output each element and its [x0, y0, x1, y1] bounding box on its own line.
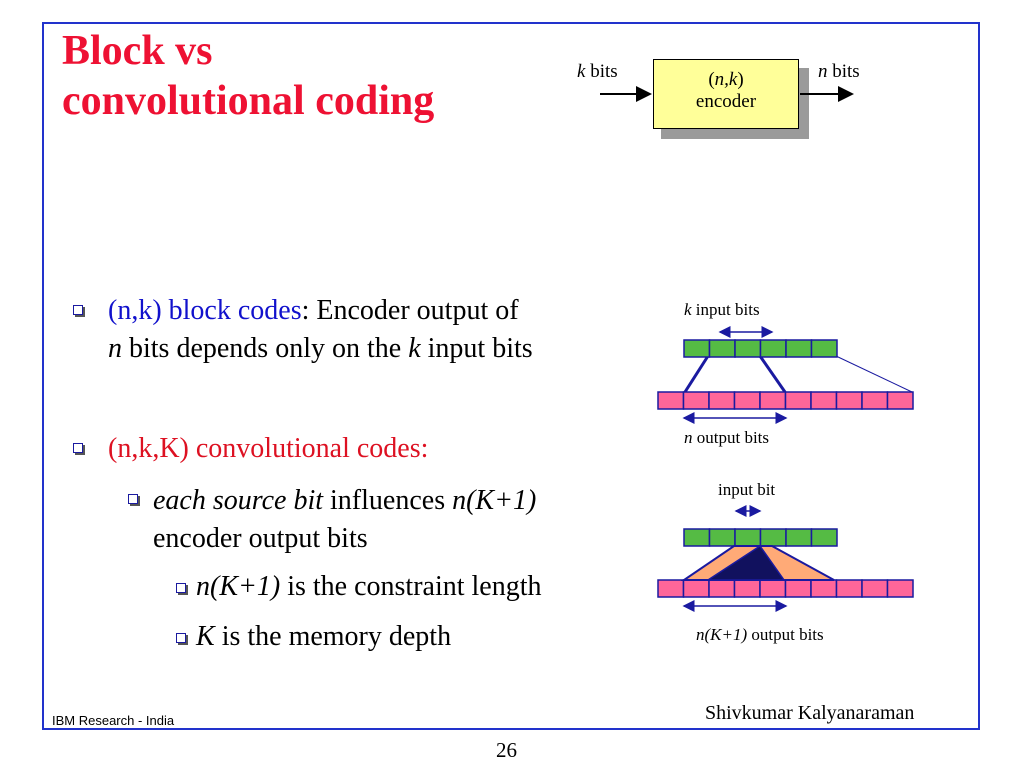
footer-author: Shivkumar Kalyanaraman	[705, 702, 915, 724]
mapping-line	[758, 355, 787, 393]
nK1-var: n(K+1)	[696, 625, 748, 644]
block-top-label: k input bits	[684, 300, 760, 320]
paren-open: (	[708, 69, 715, 90]
k-var: k	[577, 61, 586, 82]
constraint-region	[705, 544, 786, 581]
bullet-box-icon	[176, 633, 186, 643]
output-bit-cell	[759, 391, 787, 410]
input-bit-cell	[708, 528, 736, 547]
paren-close: )	[737, 69, 744, 90]
output-bit-cell	[657, 579, 685, 598]
title-line-2: convolutional coding	[62, 78, 435, 124]
bullet-source-bit: each source bit influences n(K+1) encode…	[153, 482, 536, 558]
output-bit-cell	[861, 391, 889, 410]
output-bit-cell	[733, 391, 761, 410]
bullet-memory-depth: K is the memory depth	[196, 618, 451, 656]
output-bit-cell	[886, 579, 914, 598]
conv-bottom-label: n(K+1) output bits	[696, 625, 824, 645]
output-bits-text-2: output bits	[747, 625, 824, 644]
input-bit-cell	[708, 339, 736, 358]
input-bit-cell	[810, 528, 838, 547]
output-bit-cell	[784, 579, 812, 598]
encoder-box-line1: (n,k)	[654, 69, 798, 91]
output-bit-cell	[708, 579, 736, 598]
encoder-box-line2: encoder	[695, 91, 757, 112]
k-bits-text: bits	[585, 61, 618, 82]
input-bit-cell	[759, 339, 787, 358]
block-bottom-label: n output bits	[684, 428, 769, 448]
input-bit-cell	[785, 339, 813, 358]
mapping-line	[683, 355, 710, 393]
n-var-2: n	[684, 428, 693, 447]
output-bit-cell	[657, 391, 685, 410]
conv-top-label: input bit	[718, 480, 776, 499]
output-bit-cell	[682, 579, 710, 598]
source-bit-term: each source bit	[153, 485, 324, 516]
bullet-box-icon	[73, 443, 83, 453]
block-codes-term: (n,k) block codes	[108, 295, 302, 326]
bullet-box-icon	[128, 494, 138, 504]
output-bit-cell	[733, 579, 761, 598]
bullet-constraint-length: n(K+1) is the constraint length	[196, 568, 542, 606]
input-bit-cell	[785, 528, 813, 547]
input-bits-text: input bits	[691, 300, 760, 319]
page-number: 26	[496, 738, 517, 762]
bullet-block-codes: (n,k) block codes: Encoder output of n b…	[108, 292, 533, 368]
output-bit-cell	[682, 391, 710, 410]
bullet-box-icon	[73, 305, 83, 315]
encoder-output-bits-text: encoder output bits	[153, 523, 368, 554]
output-bit-cell	[810, 579, 838, 598]
input-bit-cell	[810, 339, 838, 358]
n-var: n	[818, 61, 828, 82]
nK1-term-2: n(K+1)	[196, 571, 281, 602]
output-bit-cell	[835, 579, 863, 598]
output-bit-cell	[886, 391, 914, 410]
input-bit-cell	[683, 528, 711, 547]
input-bit-cell	[734, 528, 762, 547]
nK1-term: n(K+1)	[452, 485, 537, 516]
output-bits-text: output bits	[692, 428, 770, 447]
output-bit-cell	[861, 579, 889, 598]
bullet-box-icon	[176, 583, 186, 593]
output-bit-cell	[708, 391, 736, 410]
bullet-conv-codes: (n,k,K) convolutional codes:	[108, 433, 429, 464]
nk-var: n,k	[714, 69, 738, 90]
title-line-1: Block vs	[62, 28, 213, 74]
output-bit-cell	[784, 391, 812, 410]
block-codes-desc-3: input bits	[420, 333, 533, 364]
output-bit-cell	[759, 579, 787, 598]
encoder-output-label: n bits	[818, 61, 860, 83]
output-bit-cell	[810, 391, 838, 410]
encoder-box: (n,k) encoder	[653, 59, 799, 129]
conv-code-diagram	[657, 505, 914, 612]
input-bit-cell	[759, 528, 787, 547]
n-term: n	[108, 333, 122, 364]
k-var-2: k	[684, 300, 692, 319]
block-code-diagram	[657, 326, 914, 424]
n-bits-text: bits	[827, 61, 860, 82]
slide-frame	[42, 22, 980, 730]
k-term: k	[408, 333, 421, 364]
output-bit-cell	[835, 391, 863, 410]
input-bit-cell	[683, 339, 711, 358]
footer-org: IBM Research - India	[52, 713, 175, 728]
encoder-input-label: k bits	[577, 61, 618, 83]
block-codes-desc-2: bits depends only on the	[122, 333, 409, 364]
influences-text: influences	[323, 485, 453, 516]
mapping-line	[835, 355, 913, 393]
K-term: K	[196, 621, 215, 652]
constraint-length-text: is the constraint length	[280, 571, 542, 602]
memory-depth-text: is the memory depth	[214, 621, 452, 652]
input-bit-cell	[734, 339, 762, 358]
block-codes-desc: : Encoder output of	[301, 295, 519, 326]
slide-title: Block vs convolutional coding	[62, 26, 582, 126]
